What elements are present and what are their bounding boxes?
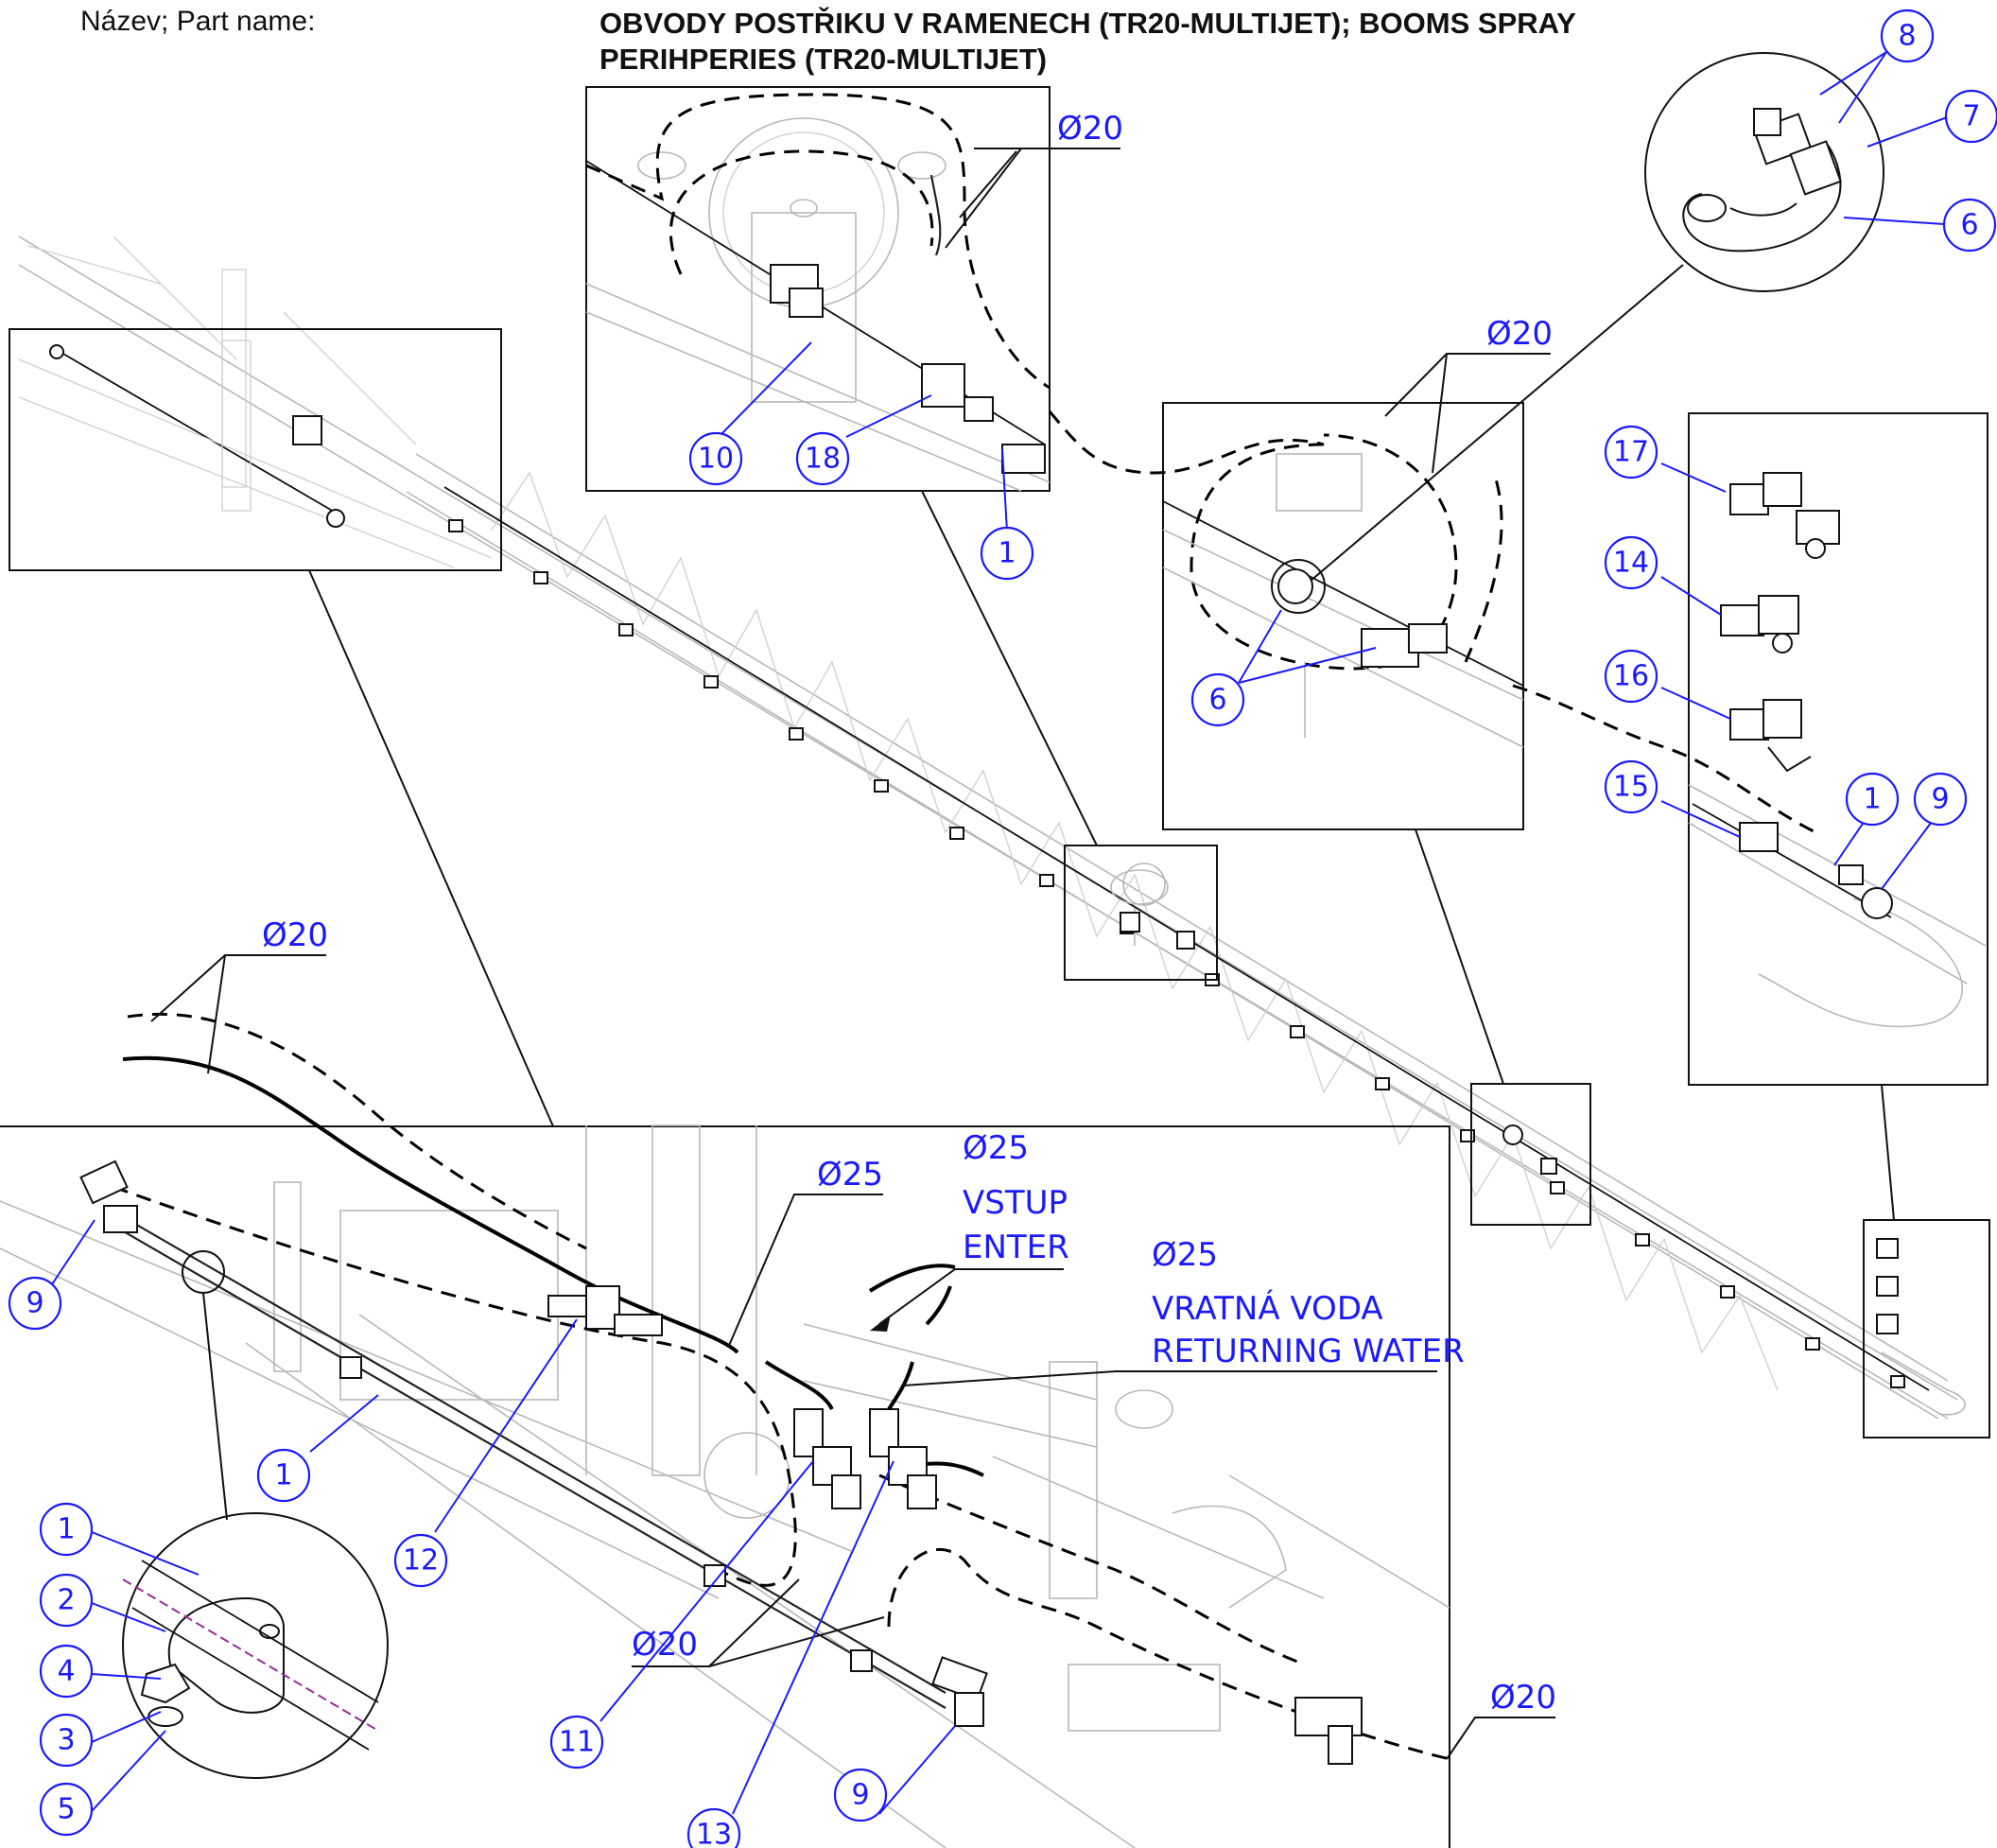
callout-number: 1 <box>998 537 1016 570</box>
callout-number: 1 <box>274 1459 292 1492</box>
dimension-text: Ø20 <box>632 1626 698 1664</box>
dimension-text: Ø20 <box>262 916 328 954</box>
callout-5: 5 <box>39 1782 94 1837</box>
callout-number: 2 <box>57 1584 75 1617</box>
enter-label-cz: VSTUP <box>963 1184 1068 1222</box>
hose-d20-upper-run <box>1048 410 1325 475</box>
detail-frame-valve-variants <box>1688 412 1988 1086</box>
callout-1-right: 1 <box>1845 772 1900 827</box>
detail-frame-rotation-joint <box>585 86 1051 492</box>
callout-number: 5 <box>57 1793 75 1826</box>
part-name-label: Název; Part name: <box>80 6 316 37</box>
callout-number: 1 <box>1863 783 1881 816</box>
dimension-d20-lower-left: Ø20 <box>150 916 328 1074</box>
callout-number: 4 <box>57 1655 75 1688</box>
return-label-en: RETURNING WATER <box>1152 1333 1465 1370</box>
callout-7: 7 <box>1944 89 1997 144</box>
valve-17-drawing <box>1729 472 1840 559</box>
detail-frame-center-section <box>0 1012 1450 1848</box>
callout-number: 8 <box>1898 20 1916 53</box>
marker-frame-boom-end <box>1863 1219 1990 1438</box>
marker-frame-rotation-joint <box>1064 845 1218 981</box>
drawing-title-line-2: PERIHPERIES (TR20-MULTIJET) <box>599 43 1048 76</box>
pipe-axis-line <box>122 1578 379 1732</box>
callout-2: 2 <box>39 1573 94 1628</box>
callout-number: 1 <box>57 1513 75 1546</box>
callout-number: 16 <box>1613 660 1649 693</box>
callout-1-clamp: 1 <box>39 1502 94 1557</box>
valve-16-drawing <box>1729 699 1812 773</box>
callout-number: 3 <box>57 1724 75 1757</box>
callout-number: 18 <box>805 443 841 476</box>
callout-13: 13 <box>686 1807 741 1848</box>
callout-number: 9 <box>851 1779 869 1812</box>
callout-number: 15 <box>1613 771 1649 804</box>
callout-number: 14 <box>1613 547 1649 580</box>
callout-number: 11 <box>559 1726 595 1759</box>
callout-number: 9 <box>1931 783 1949 816</box>
dimension-d20-lower-right: Ø20 <box>1446 1679 1556 1760</box>
dimension-d25-return: Ø25 VRATNÁ VODA RETURNING WATER <box>902 1236 1465 1386</box>
detail-circle-hose-clamp <box>1309 52 1884 583</box>
detail-frame-boom-start <box>9 328 502 571</box>
callout-1-lower: 1 <box>256 1448 311 1503</box>
hose-d20-mid-run <box>1512 684 1816 834</box>
enter-label-en: ENTER <box>963 1229 1069 1266</box>
callout-number: 12 <box>403 1544 439 1578</box>
callout-18: 18 <box>795 431 850 486</box>
callout-9-right: 9 <box>1913 772 1968 827</box>
callout-number: 17 <box>1613 436 1649 469</box>
dimension-d20-mid: Ø20 <box>1384 315 1553 474</box>
dimension-text: Ø25 <box>1152 1236 1218 1274</box>
callout-14: 14 <box>1604 535 1658 590</box>
dimension-d20-top: Ø20 <box>945 110 1123 249</box>
callout-number: 13 <box>696 1819 732 1848</box>
dimension-d25-tee: Ø25 <box>727 1156 883 1349</box>
callout-4: 4 <box>39 1644 94 1699</box>
detail-frame-second-joint <box>1162 402 1524 830</box>
dimension-d25-enter: Ø25 VSTUP ENTER <box>870 1129 1069 1332</box>
callout-leaders <box>51 51 1951 1815</box>
detail-reference-lines <box>308 490 1895 1221</box>
callout-6-mid: 6 <box>1190 672 1245 727</box>
callout-3: 3 <box>39 1713 94 1768</box>
callout-number: 6 <box>1208 684 1226 717</box>
drawing-title: OBVODY POSTŘIKU V RAMENECH (TR20-MULTIJE… <box>599 6 1829 78</box>
callout-12: 12 <box>393 1533 448 1588</box>
marker-frame-rotation-joint-content <box>1110 869 1195 950</box>
dimension-text: Ø20 <box>1486 315 1553 353</box>
main-boom-truss <box>18 235 1958 1420</box>
dimension-text: Ø25 <box>817 1156 883 1194</box>
callout-11: 11 <box>549 1715 604 1770</box>
callout-9-left: 9 <box>8 1276 62 1331</box>
drawing-title-line-1: OBVODY POSTŘIKU V RAMENECH (TR20-MULTIJE… <box>599 7 1576 40</box>
callout-8: 8 <box>1880 9 1935 63</box>
callout-15: 15 <box>1604 759 1658 814</box>
dimension-d20-lower-center: Ø20 <box>632 1578 885 1667</box>
callout-9-lower: 9 <box>833 1768 888 1822</box>
marker-frame-second-joint-content <box>1502 1124 1557 1175</box>
callout-10: 10 <box>688 431 743 486</box>
marker-frame-second-joint <box>1470 1083 1591 1226</box>
callout-1-top: 1 <box>980 526 1034 581</box>
callout-16: 16 <box>1604 649 1658 704</box>
dimension-text: Ø20 <box>1057 110 1123 148</box>
callout-number: 7 <box>1962 100 1980 133</box>
valve-14-drawing <box>1720 595 1799 654</box>
callout-6-top: 6 <box>1942 198 1997 253</box>
callout-number: 6 <box>1960 209 1978 242</box>
marker-frame-boom-end-content <box>1876 1238 1966 1416</box>
callout-number: 9 <box>26 1287 43 1320</box>
return-label-cz: VRATNÁ VODA <box>1152 1289 1383 1328</box>
dimension-text: Ø25 <box>963 1129 1029 1167</box>
callout-17: 17 <box>1604 425 1658 479</box>
dimension-text: Ø20 <box>1490 1679 1556 1717</box>
callout-number: 10 <box>698 443 734 476</box>
